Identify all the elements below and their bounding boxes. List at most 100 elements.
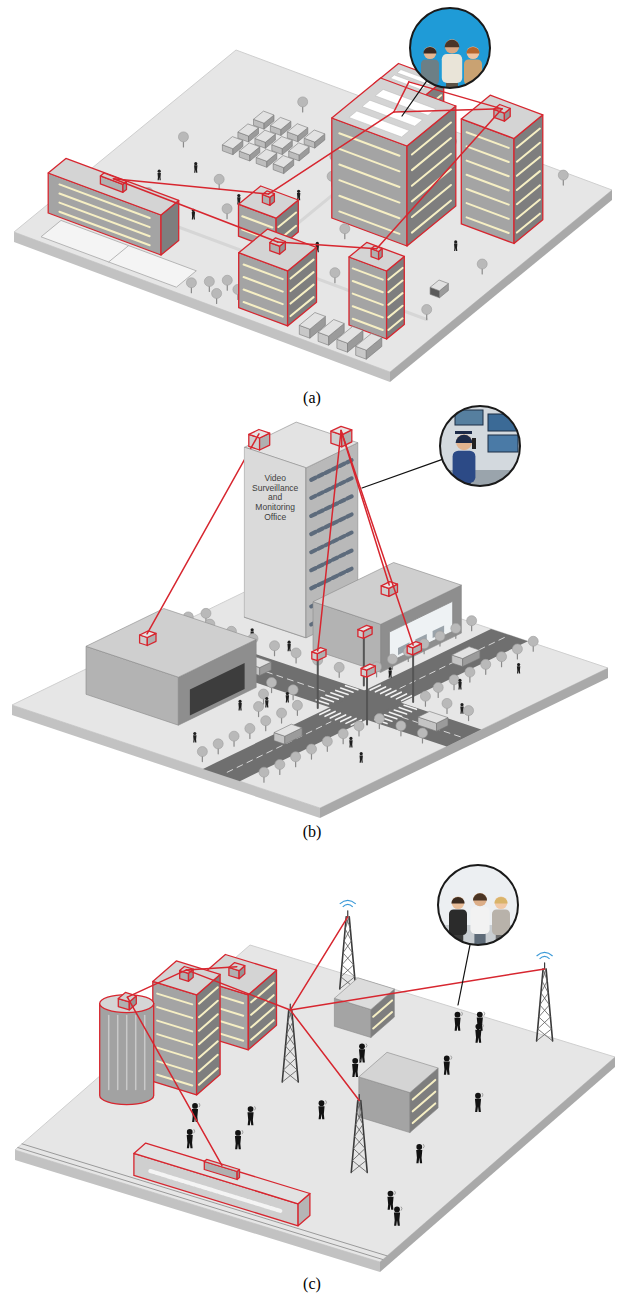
window-row (467, 161, 509, 177)
tower-brace (537, 1029, 552, 1041)
tree-crown (387, 654, 397, 664)
window-row (311, 460, 352, 480)
tree-crown (512, 644, 522, 654)
window-row (291, 260, 314, 279)
building-roof (452, 647, 480, 659)
tower-brace (540, 1005, 551, 1017)
monitor (488, 435, 518, 452)
window-row (412, 154, 451, 186)
window-row (150, 1171, 281, 1211)
tower-brace (356, 1125, 364, 1137)
phone-signal (194, 1129, 195, 1133)
crosswalk-stripe (402, 696, 412, 701)
garage-opening (190, 663, 245, 716)
window-row (59, 184, 149, 218)
person-figure (349, 740, 352, 747)
crosswalk-stripe (326, 695, 338, 699)
person-figure (460, 706, 463, 713)
wireless-link (186, 967, 236, 970)
wireless-link (127, 970, 186, 997)
wireless-link (318, 431, 341, 651)
person-figure (352, 1064, 358, 1077)
person-head (473, 893, 486, 906)
window-row (353, 306, 383, 317)
building-roof (239, 143, 259, 155)
tree-crown (178, 132, 188, 142)
building-roof (304, 130, 325, 142)
tower-brace (286, 1034, 294, 1046)
window-row (467, 132, 509, 148)
tower-brace (352, 1149, 365, 1161)
cylinder-building (100, 1004, 154, 1105)
window-row (413, 1080, 436, 1100)
person-head (235, 1130, 241, 1136)
person-figure (193, 735, 196, 742)
window-row (199, 1041, 218, 1057)
person-figure (247, 1112, 253, 1125)
phone-signal (482, 1093, 483, 1097)
window-row (278, 212, 296, 227)
person-head (237, 194, 240, 197)
callout-ring (440, 406, 520, 486)
phone-signal (462, 1012, 463, 1016)
building-face (244, 447, 306, 638)
person-head (193, 732, 196, 735)
tower-brace (283, 1058, 296, 1070)
window-row (244, 277, 283, 292)
tree-crown (330, 268, 340, 278)
lane-marking (400, 636, 507, 688)
tower-brace (539, 1005, 550, 1017)
building-roof (318, 320, 344, 337)
person-hair (423, 47, 436, 54)
window-row (157, 1061, 192, 1072)
wireless-link (290, 969, 544, 1010)
tower-brace (287, 1034, 295, 1046)
person-figure (475, 1099, 481, 1112)
tree-crown (291, 648, 301, 658)
person-head (389, 667, 392, 670)
window-row (59, 203, 149, 237)
tower-brace (540, 993, 548, 1005)
building-roof (356, 334, 382, 351)
person-head (454, 240, 457, 243)
person-head (297, 190, 300, 193)
tree-crown (186, 278, 196, 288)
tree-crown (422, 305, 432, 315)
tower-brace (355, 1125, 363, 1137)
tower-brace (543, 969, 547, 981)
tower-mast (347, 911, 348, 917)
person-head (352, 1058, 358, 1064)
tower-brace (541, 993, 549, 1005)
person-figure (416, 1150, 422, 1163)
building-roof (256, 149, 277, 161)
rail (22, 1144, 387, 1256)
phone-signal (199, 1103, 200, 1107)
face-text-area: Video Surveillance and Monitoring Office (248, 474, 302, 523)
person-hair (494, 897, 507, 904)
person-head (495, 896, 508, 909)
tower-brace (343, 941, 351, 953)
building-roof (274, 724, 302, 736)
tower-brace (286, 1046, 297, 1058)
person-head (286, 692, 289, 695)
person-figure (360, 755, 363, 762)
phone-signal (451, 1056, 452, 1060)
signal-wave (343, 904, 353, 907)
tree-crown (298, 97, 308, 107)
person-head (192, 1103, 198, 1109)
tower-brace (353, 1149, 366, 1161)
person-head (445, 39, 459, 53)
tree-crown (528, 636, 538, 646)
building-roof (312, 648, 326, 654)
wireless-link (147, 434, 259, 634)
window-row (157, 1021, 192, 1032)
person-body (449, 910, 467, 936)
person-head (424, 46, 437, 59)
window-row (242, 216, 272, 227)
window-row (412, 138, 451, 170)
person-figure (454, 244, 457, 251)
building-roof (86, 609, 256, 678)
tree-crown (254, 702, 264, 712)
person-body (470, 907, 489, 934)
